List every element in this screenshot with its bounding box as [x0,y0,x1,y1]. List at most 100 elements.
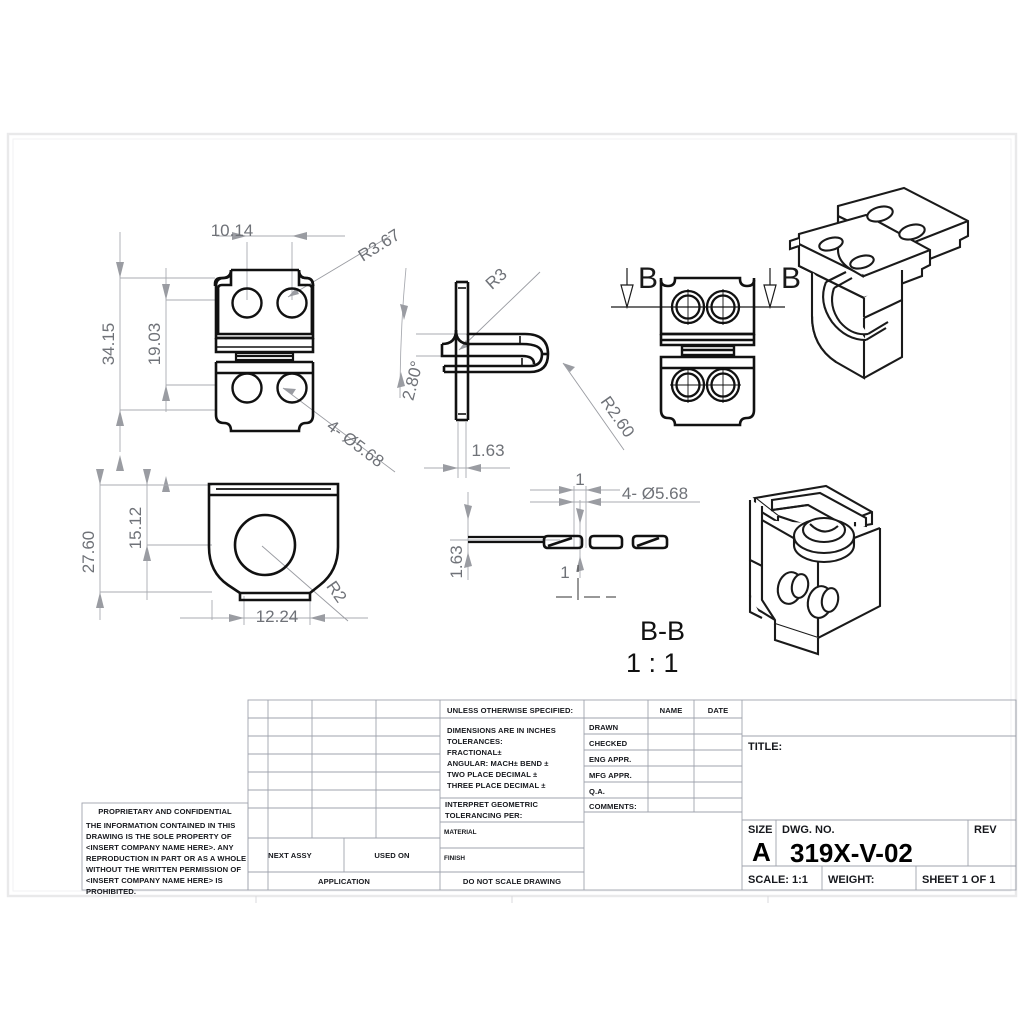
leader-arrow-r2-60 [563,363,575,372]
hole-bottomleft-center [233,513,297,577]
interpret-line-2: TOLERANCING PER: [445,811,522,820]
proprietary-title: PROPRIETARY AND CONFIDENTIAL [98,807,232,816]
section-arrow-right-b [763,268,777,310]
application-label: APPLICATION [318,877,370,886]
dim-34-15: 34.15 [99,323,118,366]
front-hole-3 [670,367,706,403]
proprietary-line-4: REPRODUCTION IN PART OR AS A WHOLE [86,854,246,863]
dim-arrows-19-03 [162,284,170,492]
front-view-upper-block [659,276,756,347]
next-assy-label: NEXT ASSY [268,851,312,860]
dim-arrows-bb-vert [464,504,472,568]
section-bb-scale: 1 : 1 [626,648,679,678]
dim-bb-1-horiz: 1 [575,470,584,489]
part-profile-middle-detail [458,287,523,415]
proprietary-line-3: <INSERT COMPANY NAME HERE>. ANY [86,843,234,852]
dim-arrows-12-24 [229,614,325,622]
proprietary-line-1: THE INFORMATION CONTAINED IN THIS [86,821,235,830]
dim-arrows-34-15 [116,262,124,471]
front-hole-1 [670,289,706,325]
part-topleft-web [234,351,295,362]
dim-19-03: 19.03 [145,323,164,366]
dim-bb-4-hole: 4- Ø5.68 [622,484,688,503]
sheet-border-inner [12,138,1012,892]
note-dimensions: DIMENSIONS ARE IN INCHES [447,726,556,735]
dim-27-60: 27.60 [79,531,98,574]
material-label: MATERIAL [444,829,477,836]
front-view-web [680,344,736,357]
leader-r3 [458,271,541,351]
dim-15-12: 15.12 [126,507,145,550]
approval-row-mfg-appr: MFG APPR. [589,771,632,780]
dwg-no-label: DWG. NO. [782,824,835,836]
hole-topleft-1 [231,287,263,319]
leader-r2-60 [562,362,625,451]
dim-arrows-27-60 [96,469,104,608]
dim-bb-1-vert: 1 [560,563,569,582]
approval-row-eng-appr: ENG APPR. [589,755,631,764]
proprietary-line-2: DRAWING IS THE SOLE PROPERTY OF [86,832,232,841]
dim-12-24: 12.24 [256,607,299,626]
proprietary-notice: PROPRIETARY AND CONFIDENTIAL THE INFORMA… [81,802,249,896]
used-on-label: USED ON [374,851,409,860]
leader-4-hole-topleft [282,387,396,473]
note-three-place: THREE PLACE DECIMAL ± [447,781,546,790]
date-header: DATE [708,706,729,715]
dim-arrows-1-63 [443,464,481,472]
section-bb-label: B-B [640,616,685,646]
dim-arrows-15-12 [143,469,151,561]
section-arrow-left-b [620,268,634,310]
section-slice-1 [542,534,584,550]
comments-label: COMMENTS: [589,802,637,811]
section-web-line [468,535,545,544]
dim-arrows-10-14 [232,232,307,240]
note-fractional: FRACTIONAL± [447,748,502,757]
approval-row-qa: Q.A. [589,787,605,796]
isometric-view-bottom-right [748,484,882,656]
hole-topleft-4 [276,372,308,404]
front-hole-4 [705,367,741,403]
name-header: NAME [660,706,683,715]
sheet-zone-ticks [255,896,769,903]
approval-row-drawn: DRAWN [589,723,618,732]
hole-topleft-2 [276,287,308,319]
part-profile-middle [440,280,550,422]
part-outline-bottomleft [207,482,340,602]
hole-topleft-3 [231,372,263,404]
proprietary-notice-frame [81,802,249,891]
notes-header: UNLESS OTHERWISE SPECIFIED: [447,706,573,715]
do-not-scale-label: DO NOT SCALE DRAWING [463,877,561,886]
leader-r2 [261,545,349,622]
section-label-b-left: B [638,262,658,295]
dim-arrows-angle [397,304,408,388]
title-label: TITLE: [748,741,782,753]
part-profile-middle-bend [442,352,550,374]
front-view-lower-block [659,355,756,427]
scale-label: SCALE: 1:1 [748,874,808,886]
rev-label: REV [974,824,997,836]
leader-arrow-4-hole [283,388,296,395]
section-label-b-right: B [781,262,801,295]
front-view-with-section-arrows: B B [611,262,801,427]
dim-arrows-bb-1-second [559,498,601,506]
finish-label: FINISH [444,855,465,862]
isometric-view-top-right [788,186,970,380]
proprietary-line-6: <INSERT COMPANY NAME HERE> IS [86,876,223,885]
part-outline-topleft-lower [214,360,315,433]
approval-row-checked: CHECKED [589,739,628,748]
section-slice-3 [631,534,669,550]
title-block: NEXT ASSY USED ON APPLICATION UNLESS OTH… [247,699,1017,891]
dim-bb-1-63: 1.63 [447,545,466,578]
title-block-grid [247,699,1017,891]
dwg-no-value: 319X-V-02 [790,838,913,868]
proprietary-line-5: WITHOUT THE WRITTEN PERMISSION OF [86,865,241,874]
section-slice-2 [588,534,624,550]
leader-r3-67 [287,235,391,298]
section-bb-view: 1.63 1 1 4- Ø5.68 B-B 1 : 1 [447,470,700,678]
note-angular: ANGULAR: MACH± BEND ± [447,759,549,768]
center-mark-bb [556,565,616,600]
dim-1-63: 1.63 [471,441,504,460]
note-tolerances: TOLERANCES: [447,737,503,746]
